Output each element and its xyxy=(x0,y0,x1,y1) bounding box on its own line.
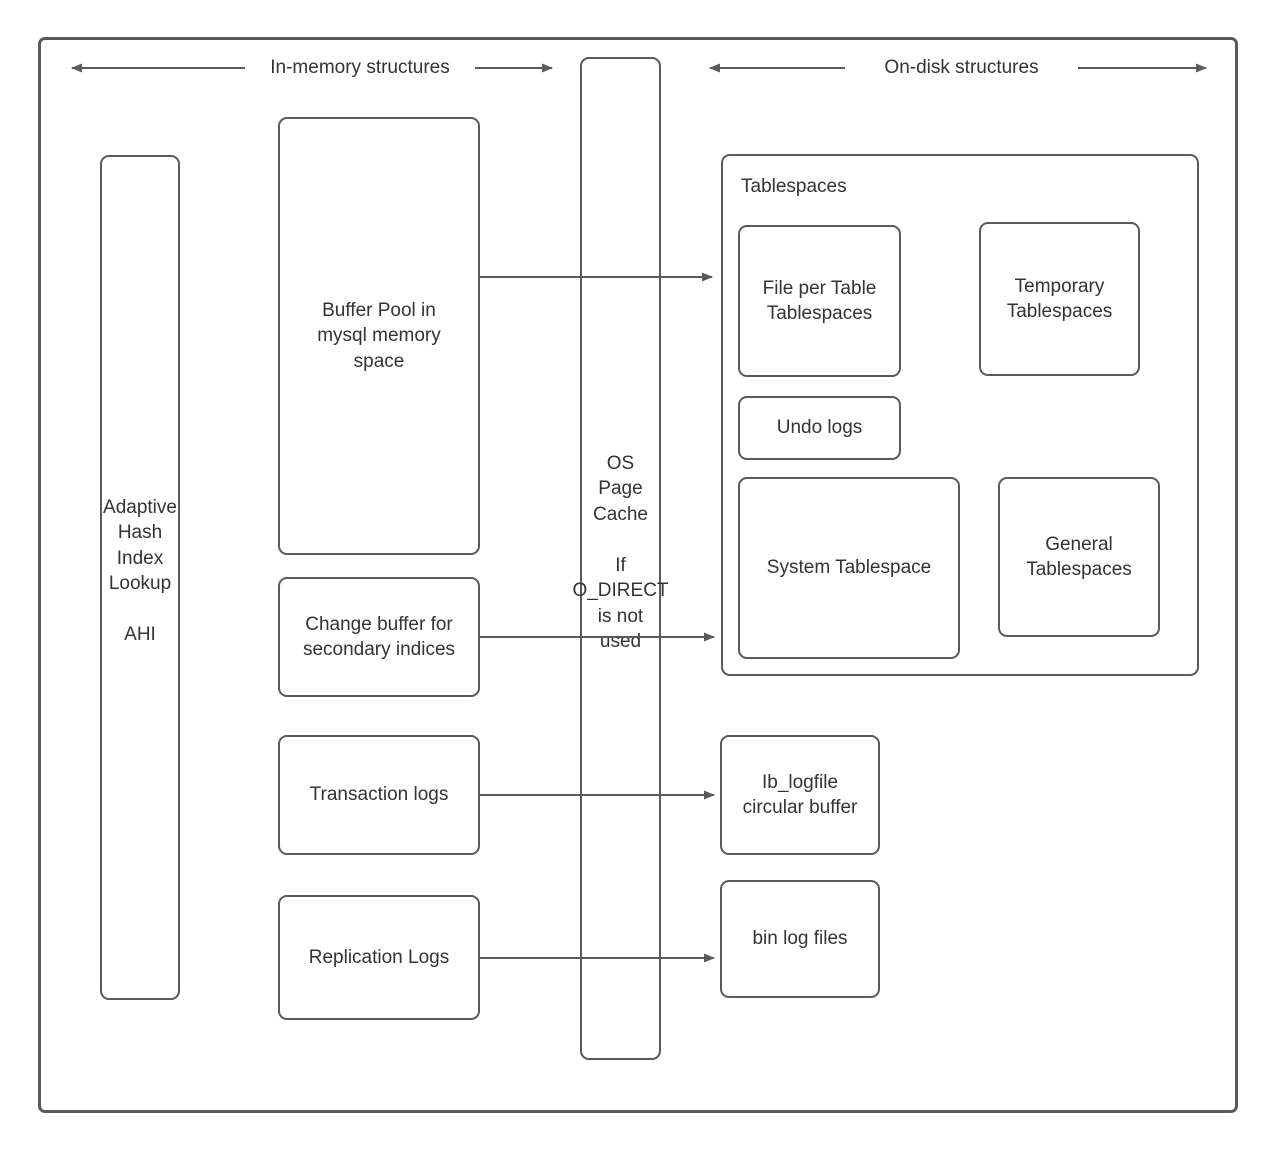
tablespaces-container: Tablespaces xyxy=(721,154,1199,676)
general-tablespaces-label: General Tablespaces xyxy=(1026,533,1132,580)
replication-logs-box[interactable]: Replication Logs xyxy=(278,895,480,1020)
transaction-logs-box[interactable]: Transaction logs xyxy=(278,735,480,855)
undo-logs-box[interactable]: Undo logs xyxy=(738,396,901,460)
bin-log-files-label: bin log files xyxy=(752,928,848,950)
system-tablespace-label: System Tablespace xyxy=(766,557,932,579)
header-label-on-disk: On-disk structures xyxy=(884,57,1039,78)
system-tablespace-box[interactable]: System Tablespace xyxy=(738,477,960,659)
temporary-tablespaces-box[interactable]: Temporary Tablespaces xyxy=(979,222,1140,376)
undo-logs-label: Undo logs xyxy=(776,417,863,439)
buffer-pool-label: Buffer Pool in mysql memory space xyxy=(317,300,441,372)
ib-logfile-label: Ib_logfile circular buffer xyxy=(742,771,858,818)
change-buffer-label: Change buffer for secondary indices xyxy=(302,613,456,660)
bin-log-files-box[interactable]: bin log files xyxy=(720,880,880,998)
diagram-outer-frame xyxy=(38,37,1238,1113)
ib-logfile-box[interactable]: Ib_logfile circular buffer xyxy=(720,735,880,855)
tablespaces-container-label: Tablespaces xyxy=(741,176,847,197)
general-tablespaces-box[interactable]: General Tablespaces xyxy=(998,477,1160,637)
header-label-in-memory: In-memory structures xyxy=(270,57,450,78)
buffer-pool-box[interactable]: Buffer Pool in mysql memory space xyxy=(278,117,480,555)
file-per-table-label: File per Table Tablespaces xyxy=(762,277,877,324)
file-per-table-tablespaces-box[interactable]: File per Table Tablespaces xyxy=(738,225,901,377)
replication-logs-label: Replication Logs xyxy=(308,946,450,968)
temporary-tablespaces-label: Temporary Tablespaces xyxy=(1006,275,1113,322)
change-buffer-box[interactable]: Change buffer for secondary indices xyxy=(278,577,480,697)
transaction-logs-label: Transaction logs xyxy=(309,784,449,806)
